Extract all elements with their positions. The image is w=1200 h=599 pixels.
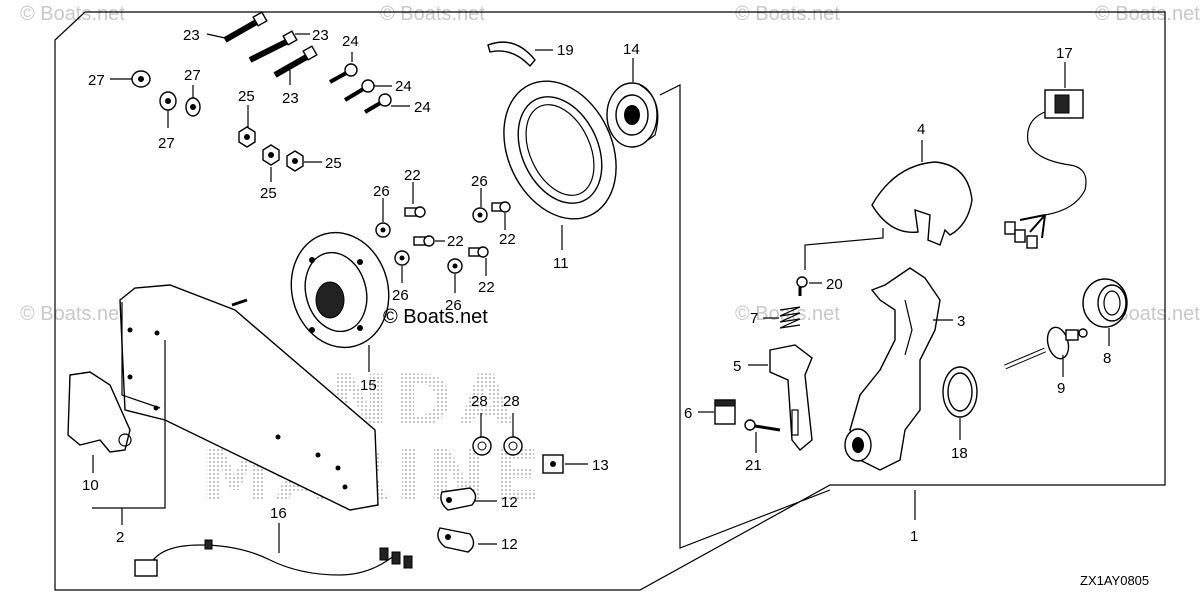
callout-14: 14 xyxy=(623,41,640,58)
ring-11 xyxy=(503,80,617,220)
screw-24-b xyxy=(343,79,375,102)
watermark-top-mid: © Boats.net xyxy=(380,3,485,25)
watermark-top-right: © Boats.net xyxy=(1095,3,1200,25)
link-5 xyxy=(769,344,813,451)
screw-21 xyxy=(744,419,781,432)
callout-23-b: 23 xyxy=(312,27,329,44)
callout-15: 15 xyxy=(360,377,377,394)
callout-25-b: 25 xyxy=(260,185,277,202)
callout-23-a: 23 xyxy=(183,27,200,44)
callout-24-b: 24 xyxy=(395,78,412,95)
callout-12-b: 12 xyxy=(501,536,518,553)
callout-26-d: 26 xyxy=(445,297,462,314)
bolt-23-c xyxy=(273,45,318,78)
screw-22-c xyxy=(413,235,435,247)
screw-24-a xyxy=(329,63,358,84)
callout-26-c: 26 xyxy=(392,287,409,304)
callout-22-b: 22 xyxy=(499,231,516,248)
clip-28-b xyxy=(503,436,523,456)
clip-13 xyxy=(542,454,564,474)
callout-3: 3 xyxy=(957,313,965,330)
link-12-a xyxy=(440,487,477,511)
washer-26-b xyxy=(472,207,488,223)
callout-13: 13 xyxy=(592,457,609,474)
callout-17: 17 xyxy=(1056,45,1073,62)
callout-9: 9 xyxy=(1057,380,1065,397)
callout-24-c: 24 xyxy=(414,99,431,116)
screw-22-a xyxy=(404,206,426,218)
callout-18: 18 xyxy=(951,445,968,462)
watermark-mid-left: © Boats.net xyxy=(20,303,125,325)
callout-6: 6 xyxy=(684,405,692,422)
washer-26-c xyxy=(394,250,410,266)
gear-14 xyxy=(606,82,659,148)
callout-26-b: 26 xyxy=(471,173,488,190)
screw-22-d xyxy=(468,246,489,258)
strip-19 xyxy=(487,41,536,68)
callout-25-a: 25 xyxy=(238,88,255,105)
pad-6 xyxy=(714,399,736,425)
callout-2: 2 xyxy=(116,529,124,546)
watermark-top-mid2: © Boats.net xyxy=(735,3,840,25)
callout-22-d: 22 xyxy=(478,279,495,296)
switch-17 xyxy=(1004,89,1087,249)
callout-12-a: 12 xyxy=(501,494,518,511)
washer-26-d xyxy=(447,258,463,274)
screw-20 xyxy=(796,276,808,296)
lever-3 xyxy=(844,267,941,471)
clip-28-a xyxy=(472,436,492,456)
callout-20: 20 xyxy=(826,276,843,293)
callout-24-a: 24 xyxy=(342,33,359,50)
callout-19: 19 xyxy=(557,42,574,59)
callout-11: 11 xyxy=(553,255,569,272)
bushing-8 xyxy=(1082,278,1128,328)
callout-16: 16 xyxy=(270,505,287,522)
link-12-b xyxy=(437,527,475,553)
screw-24-c xyxy=(363,93,392,114)
callout-1: 1 xyxy=(910,528,918,545)
bolt-23-b xyxy=(248,30,298,63)
callout-27-b: 27 xyxy=(158,135,175,152)
callout-22-c: 22 xyxy=(447,233,464,250)
watermark-center: © Boats.net xyxy=(383,306,488,328)
callout-7: 7 xyxy=(750,310,758,327)
callout-27-a: 27 xyxy=(88,72,105,89)
flange-15 xyxy=(290,231,390,349)
oring-18 xyxy=(942,366,978,418)
cover-10 xyxy=(67,371,132,453)
shaft-9 xyxy=(1004,326,1088,370)
spring-7 xyxy=(779,306,801,329)
assembly-bracket xyxy=(659,84,831,549)
harness-16 xyxy=(134,539,413,577)
callout-26-a: 26 xyxy=(373,183,390,200)
callout-27-c: 27 xyxy=(184,67,201,84)
housing-2 xyxy=(119,284,379,511)
callout-23-c: 23 xyxy=(282,90,299,107)
callout-25-c: 25 xyxy=(325,155,342,172)
cover-4 xyxy=(871,161,973,246)
bolt-23-a xyxy=(223,11,268,43)
callout-10: 10 xyxy=(82,477,99,494)
callout-4: 4 xyxy=(917,121,925,138)
watermark-top-left: © Boats.net xyxy=(20,3,125,25)
callout-28-b: 28 xyxy=(503,393,520,410)
washer-26-a xyxy=(375,222,391,238)
callout-22-a: 22 xyxy=(404,167,421,184)
screw-22-b xyxy=(491,201,511,213)
diagram-frame xyxy=(54,11,1166,591)
diagram-code: ZX1AY0805 xyxy=(1080,573,1149,588)
callout-28-a: 28 xyxy=(471,393,488,410)
callout-5: 5 xyxy=(733,358,741,375)
callout-21: 21 xyxy=(745,457,762,474)
watermark-mid-right: © Boats.net xyxy=(735,303,840,325)
callout-8: 8 xyxy=(1103,350,1111,367)
